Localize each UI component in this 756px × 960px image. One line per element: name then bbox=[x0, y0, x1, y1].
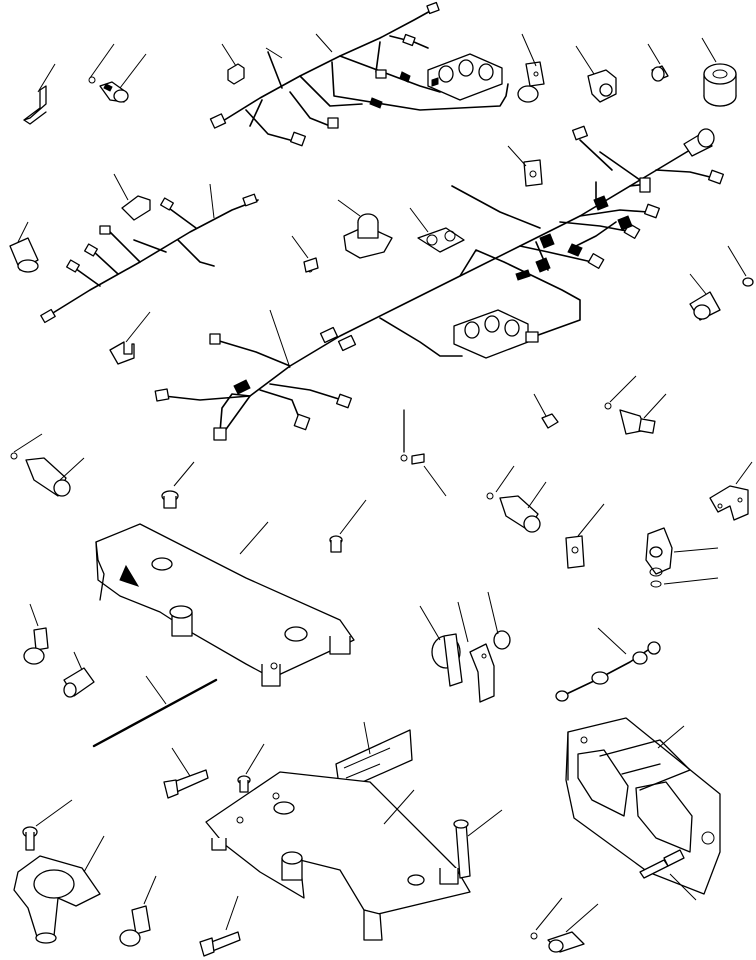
p-clamp-left bbox=[23, 603, 49, 665]
gasket bbox=[409, 207, 465, 253]
p-clamp bbox=[517, 33, 545, 103]
bolt-centre bbox=[329, 499, 367, 553]
long-bolt bbox=[453, 809, 503, 879]
engine-wiring-harness bbox=[209, 1, 509, 147]
cable-assembly bbox=[555, 627, 661, 702]
label-plate bbox=[507, 145, 543, 187]
pressure-switch bbox=[88, 43, 147, 103]
bolt bbox=[647, 43, 669, 82]
controller-bracket bbox=[95, 521, 355, 687]
harness-clip-left bbox=[109, 311, 151, 365]
bolt-small-lower bbox=[237, 743, 265, 793]
clip-plate-right bbox=[565, 503, 605, 569]
nut bbox=[727, 245, 754, 287]
bolt-mid bbox=[161, 461, 195, 509]
mounting-plate bbox=[205, 771, 471, 941]
wiring-harness-left bbox=[40, 183, 259, 324]
connector-left-low bbox=[63, 651, 95, 698]
bolt-lower bbox=[163, 747, 209, 799]
relay-box bbox=[427, 53, 503, 101]
plug-cap bbox=[533, 393, 559, 429]
bolt-ecm bbox=[639, 849, 697, 901]
mounting-bracket bbox=[23, 63, 56, 125]
connector-plug-right bbox=[689, 273, 721, 321]
bolt-lower-centre bbox=[199, 895, 241, 957]
speed-sensor bbox=[530, 897, 599, 953]
connector-plug bbox=[9, 221, 39, 273]
p-clamp-lower bbox=[119, 875, 157, 947]
pressure-switch-centre bbox=[486, 465, 547, 533]
temperature-sender bbox=[337, 199, 393, 259]
harness-clip bbox=[221, 43, 245, 85]
relay-box-lower bbox=[453, 309, 529, 359]
electronic-control-module bbox=[565, 717, 721, 895]
main-wiring-harness bbox=[154, 125, 724, 441]
clamp bbox=[419, 591, 511, 703]
clamp-bracket-right bbox=[709, 461, 753, 521]
sensor bbox=[291, 235, 319, 273]
clamp-bracket bbox=[575, 45, 617, 103]
temperature-sender-right bbox=[645, 527, 719, 588]
clip-plate bbox=[113, 173, 151, 221]
rubber-mount bbox=[701, 37, 737, 107]
pressure-switch-left bbox=[10, 433, 85, 497]
speed-sensor-mid bbox=[604, 375, 667, 435]
flange-cup bbox=[13, 835, 105, 944]
cable-tie bbox=[92, 675, 218, 748]
bolt-washer bbox=[22, 799, 73, 851]
cable-tie-centre bbox=[400, 409, 447, 497]
